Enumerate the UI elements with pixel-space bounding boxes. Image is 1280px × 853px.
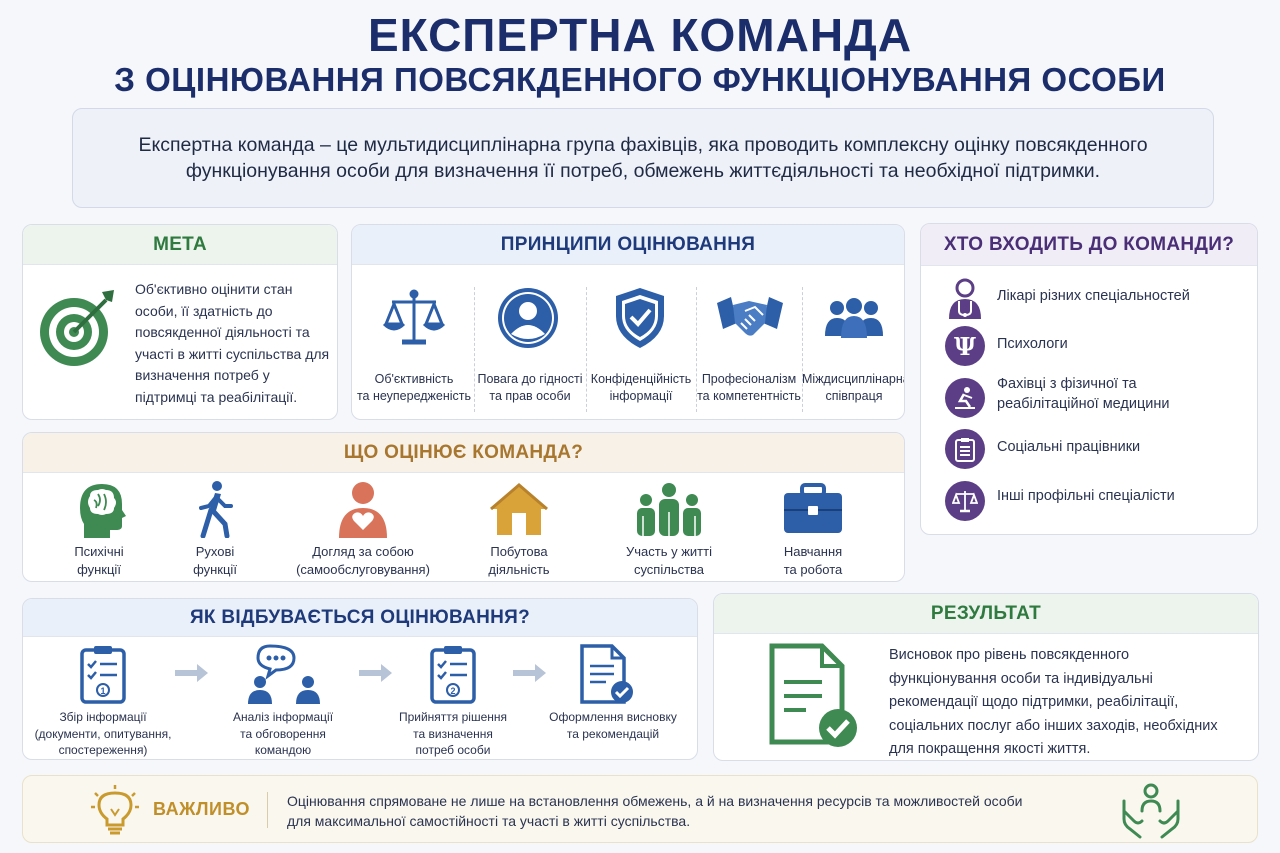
checklist-2-icon: 2: [423, 643, 483, 705]
clipboard-icon: [945, 429, 985, 469]
member-label: Фахівці з фізичної та: [997, 376, 1137, 392]
assess-title: ЩО ОЦІНЮЄ КОМАНДА?: [23, 433, 904, 473]
checklist-1-icon: 1: [73, 643, 133, 705]
principle-label: та прав особи: [489, 389, 571, 403]
principles-title: ПРИНЦИПИ ОЦІНЮВАННЯ: [352, 225, 904, 265]
assess-label: Рухові: [195, 544, 235, 559]
process-card: ЯК ВІДБУВАЄТЬСЯ ОЦІНЮВАННЯ? 1: [22, 598, 698, 760]
care-hands-icon: [1115, 780, 1187, 840]
scales-icon: [945, 481, 985, 521]
member-label: Психологи: [997, 336, 1068, 352]
process-step-label: Оформлення висновку: [549, 710, 677, 724]
principle-label: Професіоналізм: [701, 372, 797, 386]
member-label: Лікарі різних спеціальностей: [997, 288, 1190, 304]
psi-icon: Ψ: [945, 326, 985, 366]
goal-card: МЕТА Об'єктивно оцінити стан особи, її з…: [22, 224, 338, 420]
intro-text: Експертна команда – це мультидисциплінар…: [138, 134, 1148, 182]
shield-check-icon: [600, 285, 680, 351]
process-step-label: Прийняття рішення: [398, 710, 508, 724]
members-card: ХТО ВХОДИТЬ ДО КОМАНДИ? Ψ: [920, 223, 1258, 535]
process-step-label: та обговорення: [240, 726, 326, 741]
member-label: Інші профільні спеціалісти: [997, 488, 1175, 504]
assess-label: (самообслуговування): [296, 562, 430, 577]
assess-label: діяльність: [488, 562, 550, 577]
doctor-icon: [943, 276, 987, 320]
result-title: РЕЗУЛЬТАТ: [714, 594, 1258, 634]
principle-label: Повага до гідності: [477, 372, 583, 386]
assess-card: ЩО ОЦІНЮЄ КОМАНДА?: [22, 432, 905, 582]
principle-label: та неупередженість: [356, 389, 472, 403]
members-title: ХТО ВХОДИТЬ ДО КОМАНДИ?: [921, 224, 1257, 266]
divider: [267, 792, 268, 828]
scales-icon: [374, 285, 454, 351]
team-icon: [814, 285, 894, 351]
arrow-right-icon: [175, 663, 209, 688]
process-step-label: потреб особи: [415, 743, 491, 757]
assess-label: Догляд за собою: [312, 544, 414, 559]
important-text: для максимальної самостійності та участі…: [287, 813, 691, 829]
assess-label: та робота: [783, 562, 843, 577]
goal-title: МЕТА: [23, 225, 337, 265]
principle-label: Конфіденційність: [590, 372, 692, 386]
walking-person-icon: [185, 479, 245, 539]
principle-label: Об'єктивність: [374, 372, 454, 386]
goal-text: Об'єктивно оцінити стан особи, її здатні…: [135, 281, 330, 405]
assess-label: суспільства: [633, 562, 705, 577]
principle-label: та компетентність: [697, 389, 801, 403]
briefcase-icon: [781, 479, 845, 539]
intro-box: Експертна команда – це мультидисциплінар…: [72, 108, 1214, 208]
svg-text:2: 2: [450, 686, 455, 696]
result-card: РЕЗУЛЬТАТ Висновок про рівень повсякденн…: [713, 593, 1259, 761]
lightbulb-icon: [89, 784, 141, 836]
svg-text:1: 1: [100, 686, 105, 696]
assess-label: Психічні: [74, 544, 124, 559]
community-icon: [633, 479, 705, 539]
rehab-icon: [945, 378, 985, 418]
page-subtitle: З ОЦІНЮВАННЯ ПОВСЯКДЕННОГО ФУНКЦІОНУВАНН…: [114, 61, 1166, 98]
member-label: Соціальні працівники: [997, 439, 1141, 455]
assess-label: функції: [193, 562, 237, 577]
assess-label: Участь у житті: [626, 544, 712, 559]
important-banner: ВАЖЛИВО Оцінювання спрямоване не лише на…: [22, 775, 1258, 843]
page-title: ЕКСПЕРТНА КОМАНДА: [367, 9, 913, 61]
document-check-icon: [764, 640, 860, 752]
process-step-label: командою: [254, 743, 312, 757]
process-step-label: та визначення: [413, 726, 493, 741]
target-icon: [33, 283, 123, 373]
process-step-label: Збір інформації: [59, 710, 147, 724]
important-label: ВАЖЛИВО: [153, 799, 250, 819]
principles-card: ПРИНЦИПИ ОЦІНЮВАННЯ: [351, 224, 905, 420]
principle-label: співпраця: [825, 389, 883, 403]
assess-label: Навчання: [783, 544, 843, 559]
handshake-icon: [710, 285, 790, 351]
assess-label: функції: [77, 562, 121, 577]
result-text: Висновок про рівень повсякденного функці…: [889, 647, 1218, 757]
principle-label: Міждисциплінарна: [802, 372, 905, 386]
member-label: реабілітаційної медицини: [997, 396, 1170, 412]
important-text: Оцінювання спрямоване не лише на встанов…: [287, 793, 1023, 809]
brain-head-icon: [69, 479, 129, 539]
process-step-label: та рекомендацій: [566, 726, 660, 741]
process-step-label: (документи, опитування,: [34, 726, 172, 741]
process-title: ЯК ВІДБУВАЄТЬСЯ ОЦІНЮВАННЯ?: [23, 599, 697, 637]
house-icon: [489, 479, 549, 539]
document-check-icon: [575, 643, 639, 705]
person-icon: [488, 285, 568, 351]
assess-label: Побутова: [490, 544, 548, 559]
arrow-right-icon: [359, 663, 393, 688]
discussion-icon: [241, 643, 327, 705]
process-step-label: Аналіз інформації: [232, 710, 334, 724]
self-care-icon: [333, 479, 393, 539]
arrow-right-icon: [513, 663, 547, 688]
process-step-label: спостереження): [58, 743, 148, 757]
principle-label: інформації: [609, 389, 673, 403]
